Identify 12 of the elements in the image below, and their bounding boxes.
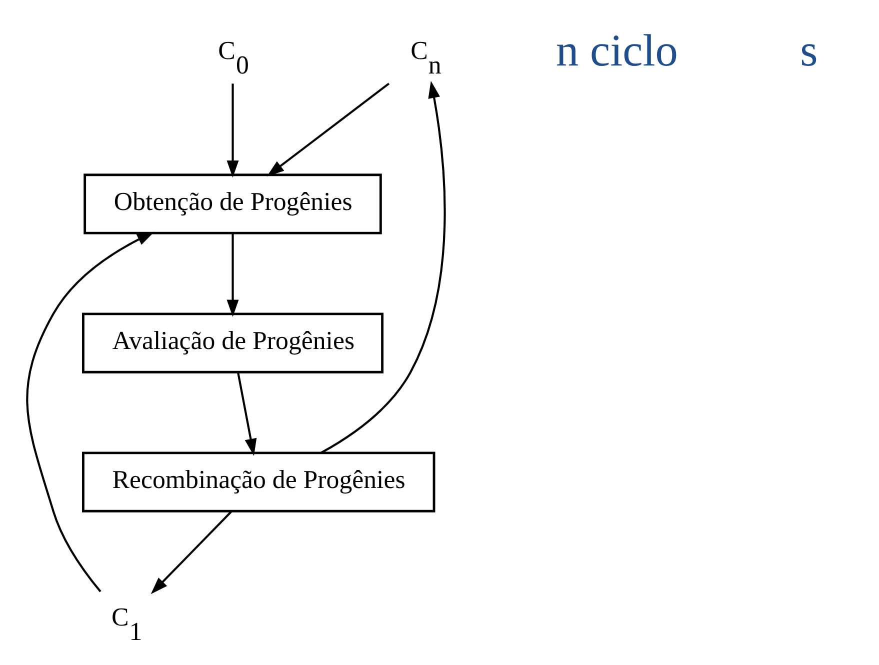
label: n ciclo [556,26,678,76]
arrow [226,234,238,317]
label: s [800,26,818,76]
node-box: Avaliação de Progênies [82,312,383,374]
node-box: Recombinação de Progênies [82,452,435,512]
node-box: Obtenção de Progênies [83,174,382,234]
arrow [150,511,232,594]
arrow [320,80,446,454]
arrow [266,82,390,176]
arrow [226,84,238,178]
arrow [26,232,154,592]
arrow [236,372,256,456]
